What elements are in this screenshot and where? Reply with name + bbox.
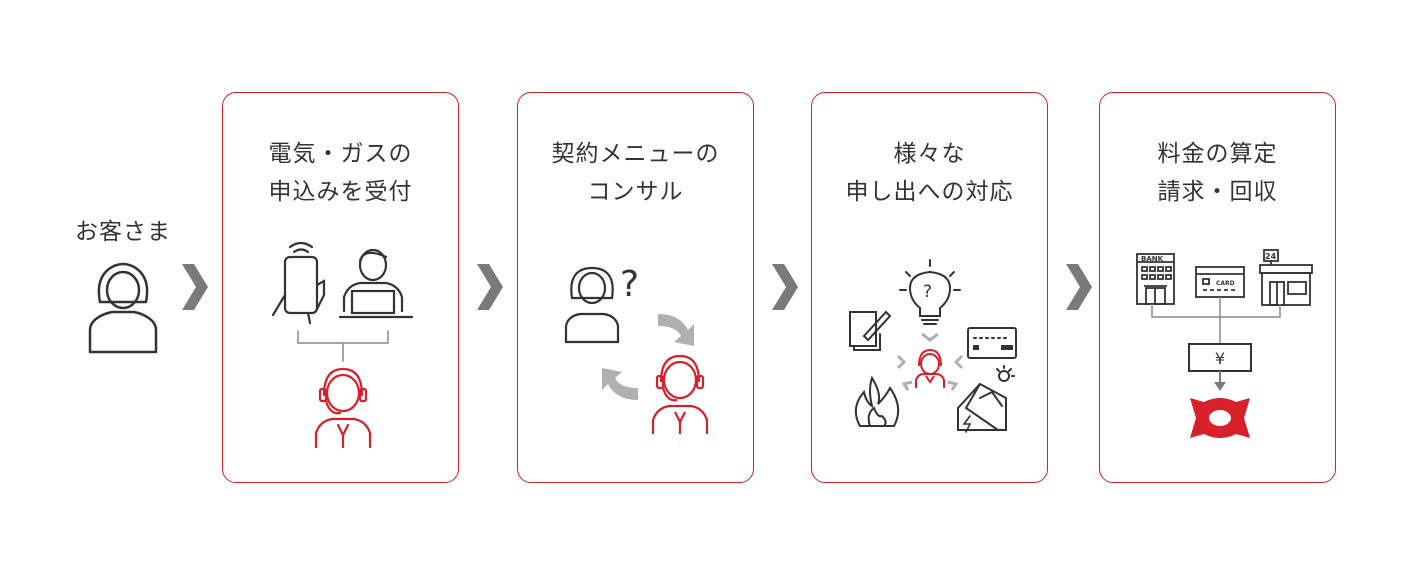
customer-label: お客さま xyxy=(75,219,171,245)
step-box-application: 電気・ガスの 申込みを受付 xyxy=(222,92,459,483)
step-title: 契約メニューの コンサル xyxy=(518,135,753,211)
yen-label: ¥ xyxy=(1215,349,1225,368)
title-line: 申し出への対応 xyxy=(845,179,1014,205)
operator-headset-icon xyxy=(314,367,372,449)
laptop-user-icon xyxy=(338,248,414,319)
question-mark: ? xyxy=(923,282,932,302)
title-line: 申込みを受付 xyxy=(268,179,413,205)
smartphone-icon xyxy=(271,241,326,325)
lightbulb-icon: ? xyxy=(899,259,961,325)
bank-icon: BANK xyxy=(1136,253,1175,305)
step-box-consulting: 契約メニューの コンサル ? xyxy=(517,92,754,483)
customer-person-icon xyxy=(88,262,158,354)
title-line: コンサル xyxy=(587,179,684,205)
customer-question-icon xyxy=(564,266,620,344)
inward-arrows xyxy=(896,332,964,391)
application-illustration xyxy=(271,241,414,449)
fire-icon xyxy=(854,375,900,427)
title-line: 請求・回収 xyxy=(1157,179,1278,205)
company-logo-icon xyxy=(1190,398,1250,438)
consulting-illustration: ? xyxy=(564,264,709,434)
title-line: 様々な xyxy=(893,141,966,167)
operator-headset-icon xyxy=(651,354,709,434)
convenience-store-icon: 24 xyxy=(1259,249,1313,306)
store-label: 24 xyxy=(1265,252,1277,261)
down-arrow-icon xyxy=(1214,382,1226,391)
title-line: 電気・ガスの xyxy=(268,141,413,167)
bank-label: BANK xyxy=(1141,255,1164,263)
chevron-right-icon xyxy=(182,264,208,310)
operator-headset-icon xyxy=(915,348,945,388)
title-line: 契約メニューの xyxy=(551,141,720,167)
credit-card-icon: CARD xyxy=(1195,266,1245,298)
requests-illustration: ? xyxy=(849,259,1017,433)
cycle-arrow-icon xyxy=(602,314,694,400)
notepad-pencil-icon xyxy=(849,310,892,351)
connector-lines xyxy=(1151,297,1281,344)
chevron-right-icon xyxy=(477,264,503,310)
card-label: CARD xyxy=(1216,280,1235,287)
step-box-billing: 料金の算定 請求・回収 BANK CARD 24 xyxy=(1099,92,1336,483)
step-box-requests: 様々な 申し出への対応 ? xyxy=(811,92,1048,483)
solar-house-icon xyxy=(957,365,1015,433)
question-mark: ? xyxy=(620,264,639,305)
yen-bill-icon: ¥ xyxy=(1188,343,1252,372)
step-title: 電気・ガスの 申込みを受付 xyxy=(223,135,458,211)
billing-illustration: BANK CARD 24 xyxy=(1136,249,1313,438)
credit-card-icon xyxy=(967,327,1017,359)
step-title: 様々な 申し出への対応 xyxy=(812,135,1047,211)
title-line: 料金の算定 xyxy=(1157,141,1278,167)
chevron-right-icon xyxy=(1066,264,1092,310)
step-title: 料金の算定 請求・回収 xyxy=(1100,135,1335,211)
chevron-right-icon xyxy=(772,264,798,310)
